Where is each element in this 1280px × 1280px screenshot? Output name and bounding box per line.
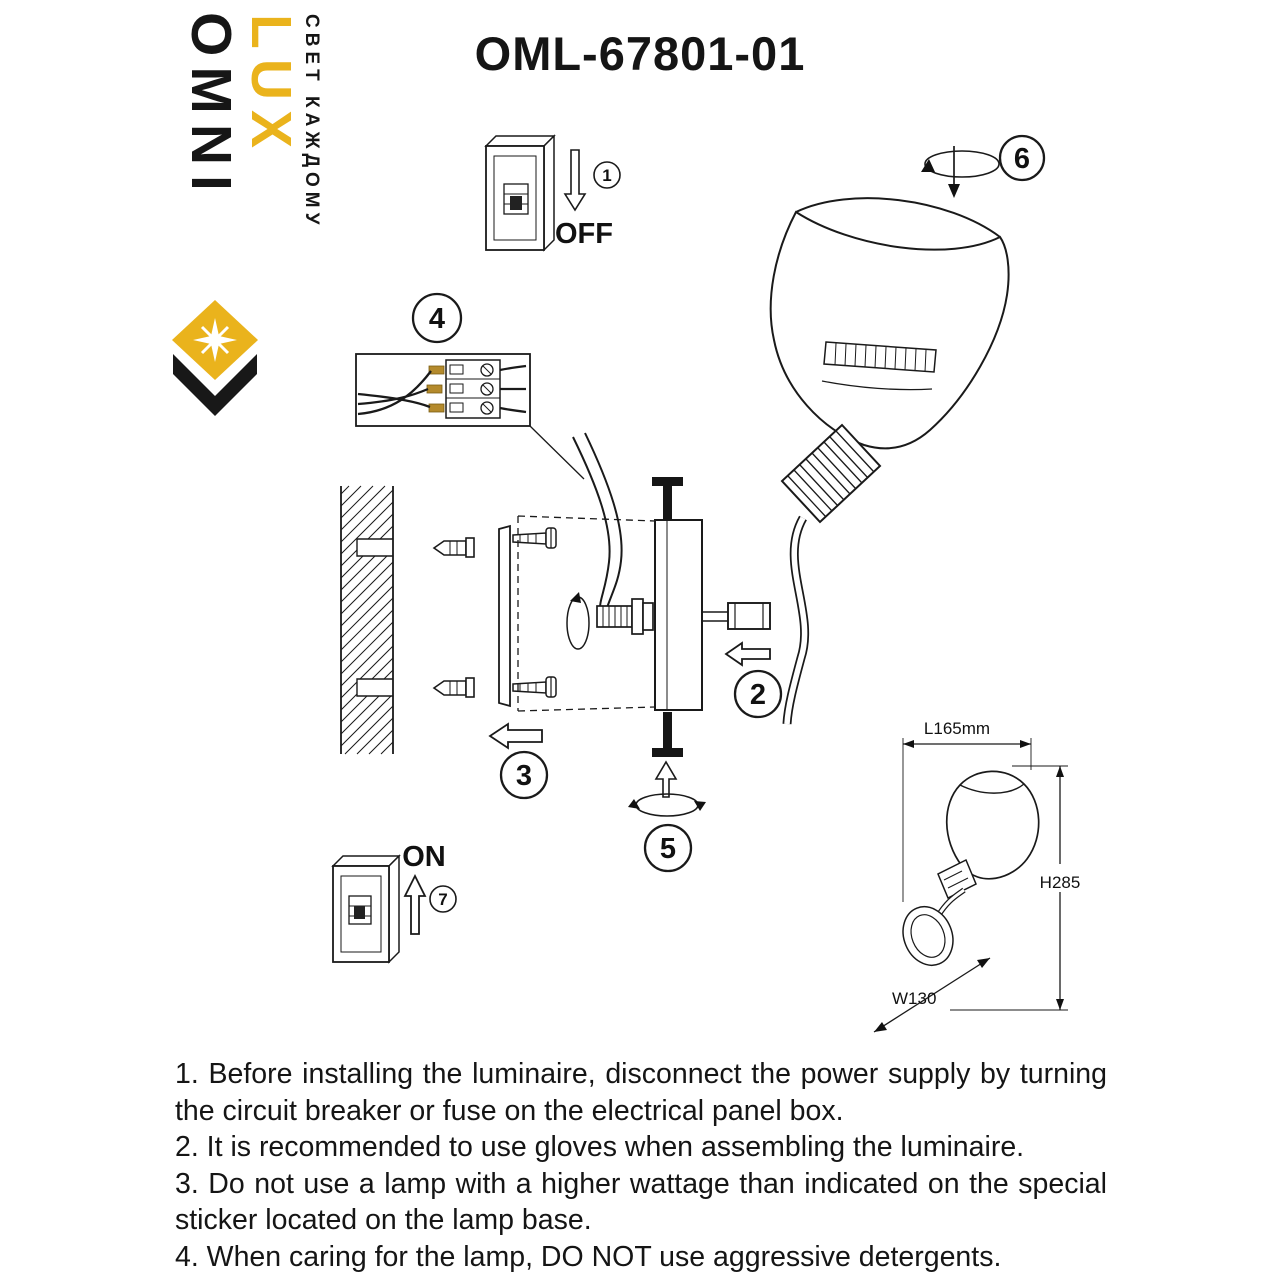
height-label: H285	[1040, 873, 1081, 892]
cable-gland-assembly	[566, 592, 654, 650]
power-cable	[572, 432, 623, 624]
terminal-block	[445, 359, 501, 419]
dimension-length: L165mm	[902, 719, 1032, 902]
drill-hole	[356, 678, 393, 697]
lock-nut	[642, 602, 654, 631]
breaker-off-illustration: 1 OFF	[484, 134, 621, 252]
push-left-arrow-icon	[724, 641, 771, 667]
width-label: W130	[892, 989, 936, 1008]
glass-shade	[769, 210, 1010, 450]
logo-brand-omni: OMNI	[179, 12, 243, 201]
mounting-bracket	[498, 524, 511, 708]
callout-6	[998, 134, 1046, 182]
off-label: OFF	[555, 218, 613, 250]
lock-nut	[631, 598, 644, 635]
emblem-sunburst-icon	[193, 318, 237, 362]
instruction-item-2: 2. It is recommended to use gloves when …	[175, 1131, 1025, 1163]
instruction-item-1: 1. Before installing the luminaire, disc…	[175, 1058, 1107, 1127]
dimension-height: H285	[950, 765, 1081, 1011]
wall-section	[340, 485, 394, 755]
breaker-toggle-icon	[354, 906, 365, 919]
logo-brand-lux: LUX	[239, 14, 303, 158]
callout-3	[499, 750, 549, 800]
finial-screw-bottom	[652, 712, 683, 757]
callout-1-number: 1	[602, 166, 611, 185]
callout-3-number: 3	[516, 760, 532, 792]
power-off-arrow-icon	[563, 149, 587, 212]
rotate-arrow-icon	[924, 150, 1000, 178]
callout-5	[643, 823, 693, 873]
callout-7-number: 7	[438, 890, 447, 909]
emblem-chevron-icon	[173, 354, 257, 416]
mini-wall-plate	[902, 906, 954, 966]
finial-screw-top	[652, 477, 683, 520]
leader-line	[529, 425, 585, 480]
arm-coupler	[727, 602, 771, 630]
logo-tagline: СВЕТ КАЖДОМУ	[301, 14, 322, 230]
lamp-shade-assembly: 6	[769, 134, 1046, 725]
instruction-item-4: 4. When caring for the lamp, DO NOT use …	[175, 1240, 1002, 1273]
instruction-item-3: 3. Do not use a lamp with a higher watta…	[175, 1167, 1107, 1237]
length-label: L165mm	[924, 719, 990, 738]
mini-shade	[945, 770, 1040, 880]
backplate-assembly: 5	[628, 477, 706, 873]
bracket-screw	[512, 676, 557, 698]
callout-1	[593, 161, 621, 189]
push-left-arrow-icon	[488, 722, 543, 750]
logo-emblem	[172, 300, 258, 416]
callout-2	[733, 669, 783, 719]
callout-2-number: 2	[750, 679, 766, 711]
drill-hole	[356, 538, 393, 557]
dimension-drawing: L165mm H285 W130	[873, 719, 1081, 1033]
terminal-box-illustration: 4	[355, 292, 585, 480]
shade-vent-band	[823, 341, 937, 373]
alignment-dashes	[517, 515, 656, 712]
callout-4-number: 4	[429, 303, 445, 335]
callout-7	[429, 885, 457, 913]
push-up-arrow-icon	[654, 760, 678, 798]
callout-5-number: 5	[660, 833, 676, 865]
breaker-toggle-icon	[510, 196, 522, 210]
wall-anchors	[432, 537, 475, 698]
callout-4	[411, 292, 463, 344]
power-on-arrow-icon	[403, 873, 427, 935]
breaker-on-illustration: ON 7	[331, 841, 457, 964]
rotate-arrow-icon	[566, 596, 590, 650]
callout-6-number: 6	[1014, 143, 1030, 175]
shade-rim	[795, 197, 1001, 238]
dimension-width: W130	[873, 957, 991, 1033]
instruction-list: 1. Before installing the luminaire, disc…	[175, 1056, 1107, 1275]
backplate	[654, 519, 703, 711]
bracket-screw	[512, 527, 557, 549]
mounting-bracket-assembly: 3	[488, 515, 656, 800]
coupler-assembly: 2	[702, 602, 783, 719]
wall-hatching	[340, 485, 394, 755]
mini-socket	[937, 858, 977, 900]
page-title: OML-67801-01	[474, 27, 806, 80]
on-label: ON	[402, 841, 446, 873]
supply-wires	[357, 364, 527, 416]
